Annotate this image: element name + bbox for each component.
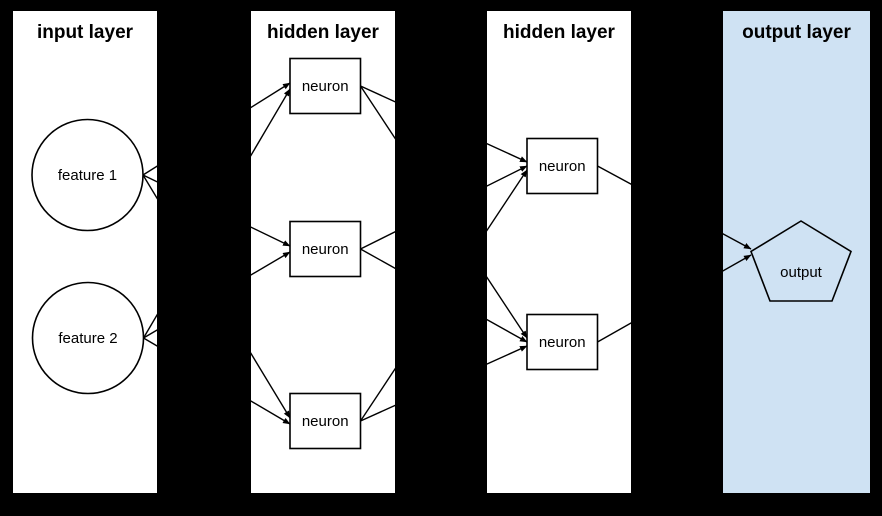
panel-title-input-layer: input layer (37, 22, 134, 43)
node-label-feature-1: feature 1 (58, 167, 117, 184)
node-feature-1 (31, 118, 144, 232)
node-feature-2 (31, 281, 145, 395)
panel-input-layer (13, 11, 157, 493)
panel-gap-2 (395, 0, 487, 516)
panel-gap-1 (157, 0, 251, 516)
panel-title-hidden-layer-1: hidden layer (267, 22, 380, 43)
node-label-hidden2-neuron-2: neuron (539, 334, 586, 351)
node-hidden1-neuron-3 (289, 392, 362, 450)
node-label-hidden1-neuron-2: neuron (302, 241, 349, 258)
node-label-hidden2-neuron-1: neuron (539, 158, 586, 175)
node-label-feature-2: feature 2 (58, 330, 117, 347)
node-hidden2-neuron-1 (526, 137, 599, 195)
panel-gap-3 (631, 0, 723, 516)
node-output-pentagon (750, 220, 852, 302)
node-label-output: output (780, 264, 823, 281)
panel-title-hidden-layer-2: hidden layer (503, 22, 616, 43)
panel-title-output-layer: output layer (742, 22, 851, 43)
panel-hidden-layer-2 (487, 11, 631, 493)
node-label-hidden1-neuron-3: neuron (302, 413, 349, 430)
node-label-hidden1-neuron-1: neuron (302, 78, 349, 95)
node-hidden1-neuron-1 (289, 57, 362, 115)
node-hidden2-neuron-2 (526, 313, 599, 371)
node-hidden1-neuron-2 (289, 220, 362, 278)
